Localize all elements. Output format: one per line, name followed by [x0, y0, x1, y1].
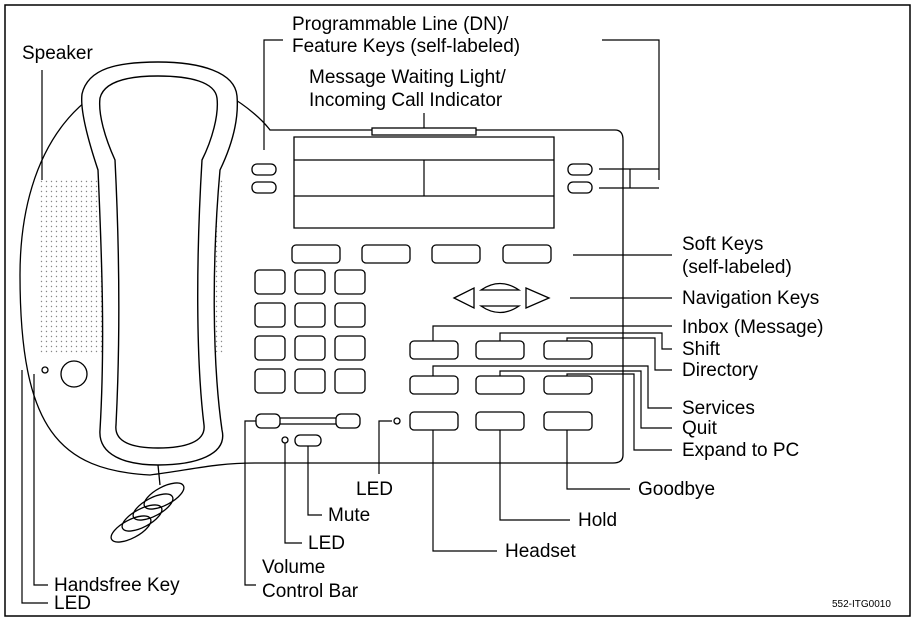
volume-control-bar[interactable]: [255, 413, 361, 429]
handsfree-key[interactable]: [60, 360, 88, 388]
directory-key[interactable]: [543, 340, 593, 360]
figure-id: 552-ITG0010: [832, 599, 891, 610]
mute-key[interactable]: [294, 434, 322, 447]
feature-key-right-2[interactable]: [567, 181, 593, 194]
label-speaker: Speaker: [22, 43, 93, 64]
soft-key-2[interactable]: [361, 244, 411, 264]
label-prog-line-2: Feature Keys (self-labeled): [292, 36, 520, 57]
label-navigation-keys: Navigation Keys: [682, 288, 819, 309]
label-msg-light-1: Message Waiting Light/: [309, 67, 507, 88]
label-msg-light-2: Incoming Call Indicator: [309, 90, 503, 111]
label-led-bottom: LED: [54, 593, 91, 614]
shift-key[interactable]: [475, 340, 525, 360]
soft-key-3[interactable]: [431, 244, 481, 264]
label-handsfree-key: Handsfree Key: [54, 575, 180, 596]
label-soft-keys-2: (self-labeled): [682, 257, 792, 278]
label-goodbye: Goodbye: [638, 479, 715, 500]
expand-to-pc-key[interactable]: [543, 375, 593, 395]
label-prog-line-1: Programmable Line (DN)/: [292, 14, 509, 35]
label-services: Services: [682, 398, 755, 419]
label-mute: Mute: [328, 505, 370, 526]
feature-key-right-1[interactable]: [567, 163, 593, 176]
handset-cord: [110, 464, 185, 543]
label-quit: Quit: [682, 418, 718, 439]
soft-key-1[interactable]: [291, 244, 341, 264]
label-directory: Directory: [682, 360, 759, 381]
hold-key[interactable]: [475, 411, 525, 431]
label-expand-to-pc: Expand to PC: [682, 440, 799, 461]
label-hold: Hold: [578, 510, 617, 531]
mute-led: [281, 436, 289, 444]
message-waiting-light: [371, 127, 477, 136]
headset-key[interactable]: [409, 411, 459, 431]
dial-pad[interactable]: [254, 269, 366, 394]
label-volume-2: Control Bar: [262, 581, 359, 602]
leader-lines: [21, 39, 672, 604]
headset-led: [393, 417, 401, 425]
goodbye-key[interactable]: [543, 411, 593, 431]
navigation-keys[interactable]: [452, 282, 551, 314]
label-headset: Headset: [505, 541, 576, 562]
handsfree-led: [41, 366, 49, 374]
figure-frame: [4, 4, 911, 617]
label-inbox: Inbox (Message): [682, 317, 824, 338]
label-soft-keys-1: Soft Keys: [682, 234, 763, 255]
label-led-mid: LED: [308, 533, 345, 554]
label-volume-1: Volume: [262, 557, 325, 578]
inbox-key[interactable]: [409, 340, 459, 360]
label-shift: Shift: [682, 339, 721, 360]
handset-inner: [98, 75, 219, 449]
label-led-upper: LED: [356, 479, 393, 500]
services-key[interactable]: [409, 375, 459, 395]
feature-key-left-1[interactable]: [251, 163, 277, 176]
soft-key-4[interactable]: [502, 244, 552, 264]
feature-key-left-2[interactable]: [251, 181, 277, 194]
quit-key[interactable]: [475, 375, 525, 395]
